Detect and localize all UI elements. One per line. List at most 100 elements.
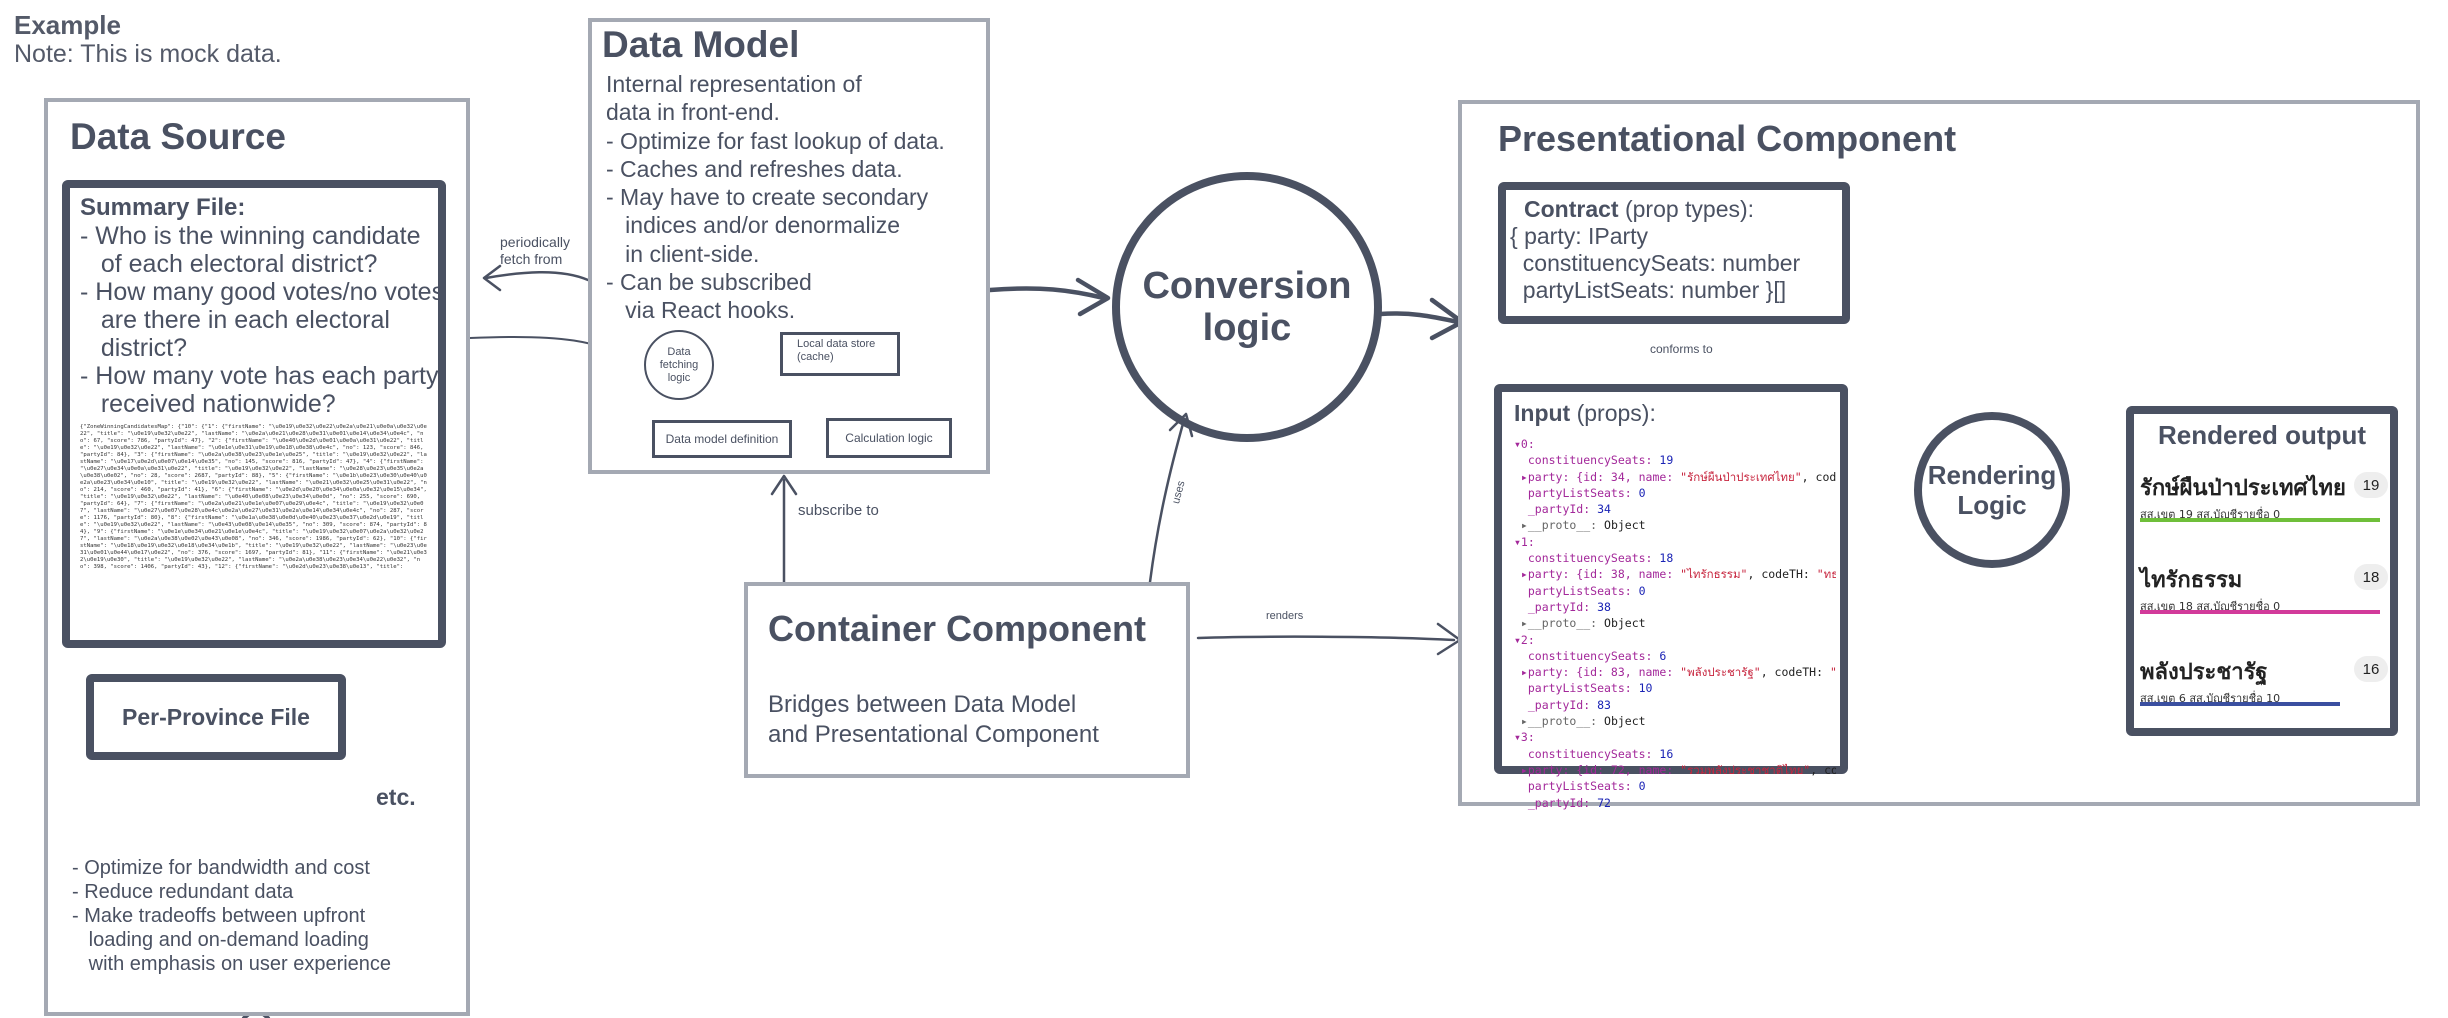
data-model-line: - Optimize for fast lookup of data. [606,127,945,154]
code-line: partyListSeats: 10 [1514,680,1836,696]
party-seat-bar [2140,610,2380,614]
data-model-line: data in front-end. [606,99,780,126]
summary-question-line: of each electoral district? [80,250,378,278]
mock-data-note: Note: This is mock data. [14,40,282,68]
code-token: 16 [1659,746,1674,761]
code-token: ▸party: {id: 72, name: [1514,762,1681,777]
arrow-uses [1148,418,1186,584]
local-data-store-label: Local data store(cache) [797,338,883,364]
per-province-file-box: Per-Province File [86,674,346,760]
data-source-title: Data Source [70,116,286,157]
code-line: ▸__proto__: Object [1514,517,1836,533]
code-token: Object [1604,714,1646,729]
code-token: partyListSeats: [1514,485,1639,500]
data-model-line: - Can be subscribed [606,269,812,296]
code-line: ▾1: [1514,534,1836,550]
conversion-logic-line: logic [1202,307,1292,349]
arrow-to-conversion [987,286,1107,301]
code-token: "ทธ" [1816,567,1836,582]
summary-json-dump: {"ZoneWinningCandidatesMap": {"10": {"1"… [80,424,427,570]
code-token: _partyId: [1514,795,1598,810]
container-description-line: and Presentational Component [768,721,1099,748]
code-token: "ไทรักธรรม" [1680,567,1748,582]
summary-question-line: received nationwide? [80,390,336,418]
code-token: ▸__proto__: [1514,518,1605,533]
data-model-line: via React hooks. [606,297,796,324]
code-token: 19 [1659,453,1674,468]
code-token: ▸party: {id: 34, name: [1514,469,1681,484]
code-token: "รักษ์ผืนป่าประเทศไทย" [1680,469,1802,484]
local-store-line: Local data store [797,338,876,350]
arrow-fetch-from [484,270,590,282]
code-token: , codeTH: " [1810,762,1836,777]
code-line: partyListSeats: 0 [1514,485,1836,501]
contract-type-line: { party: IParty [1510,223,1649,249]
rendering-logic-line: Logic [1957,490,2027,520]
party-seat-breakdown: สส.เขต 19 สส.บัญชีรายชื่อ 0 [2140,508,2281,521]
container-component-box [744,582,1190,778]
periodically-label-line: fetch from [500,251,563,267]
code-token: partyListSeats: [1514,779,1639,794]
conversion-logic-line: Conversion [1142,265,1352,307]
input-props-code: ▾0: constituencySeats: 19 ▸party: {id: 3… [1514,436,1836,811]
code-line: _partyId: 83 [1514,697,1836,713]
summary-question-line: - Who is the winning candidate [80,222,421,250]
contract-type-line: constituencySeats: number [1510,250,1801,276]
data-model-title: Data Model [602,24,800,65]
data-source-notes: - Optimize for bandwidth and cost- Reduc… [72,856,391,976]
code-token: , codeTH: [1747,567,1817,582]
code-token: ▸__proto__: [1514,714,1605,729]
party-name: พลังประชารัฐ [2140,660,2268,685]
summary-question-line: - How many good votes/no votes [80,278,445,306]
code-token: 72 [1597,795,1611,810]
party-name: ไทรักธรรม [2140,568,2243,593]
party-seat-bar [2140,702,2340,706]
data-model-line: indices and/or denormalize [606,212,901,239]
summary-question-line: - How many vote has each party [80,362,439,390]
summary-question-line: are there in each electoral [80,306,390,334]
contract-heading: Contract (prop types): [1524,196,1755,222]
code-token: "รวมพลังประชาชาติไทย" [1680,762,1811,777]
contract-type: { party: IParty constituencySeats: numbe… [1510,223,1824,304]
code-token: , codeTH: [1760,665,1830,680]
data-model-definition-label: Data model definition [665,432,779,446]
fetching-logic-line: logic [667,371,691,384]
code-token: 0 [1638,779,1646,794]
party-card: รักษ์ผืนป่าประเทศไทยสส.เขต 19 สส.บัญชีรา… [2140,470,2388,523]
data-source-note-line: with emphasis on user experience [72,953,392,975]
code-line: _partyId: 34 [1514,501,1836,517]
code-token: 10 [1638,681,1653,696]
data-source-note-line: loading and on-demand loading [72,929,369,951]
data-source-note-line: - Reduce redundant data [72,881,294,903]
rendered-output-title: Rendered output [2158,420,2366,450]
party-name: รักษ์ผืนป่าประเทศไทย [2140,476,2346,501]
data-model-line: in client-side. [606,240,760,267]
code-line: ▾2: [1514,632,1836,648]
code-token: ▸__proto__: [1514,616,1605,631]
code-token: constituencySeats: [1514,648,1660,663]
summary-file-title: Summary File: [80,194,246,221]
code-line: constituencySeats: 6 [1514,648,1836,664]
party-seat-count-badge: 18 [2354,564,2388,590]
code-token: 0 [1638,485,1646,500]
code-token: 0 [1638,583,1646,598]
code-token: partyListSeats: [1514,583,1639,598]
edge-label-renders: renders [1266,610,1304,622]
party-seat-bar [2140,518,2380,522]
rendered-output-box: Rendered output [2126,406,2398,736]
code-line: ▸party: {id: 83, name: "พลังประชารัฐ", c… [1514,664,1836,680]
code-token: ▸party: {id: 83, name: [1514,665,1681,680]
code-token: 18 [1659,551,1674,566]
code-line: constituencySeats: 16 [1514,746,1836,762]
party-seat-count-badge: 16 [2354,656,2388,682]
code-token: "พปชร" [1830,665,1836,679]
party-seat-breakdown: สส.เขต 6 สส.บัญชีรายชื่อ 10 [2140,692,2281,705]
container-component-title: Container Component [768,608,1146,649]
data-model-line: - Caches and refreshes data. [606,155,903,182]
